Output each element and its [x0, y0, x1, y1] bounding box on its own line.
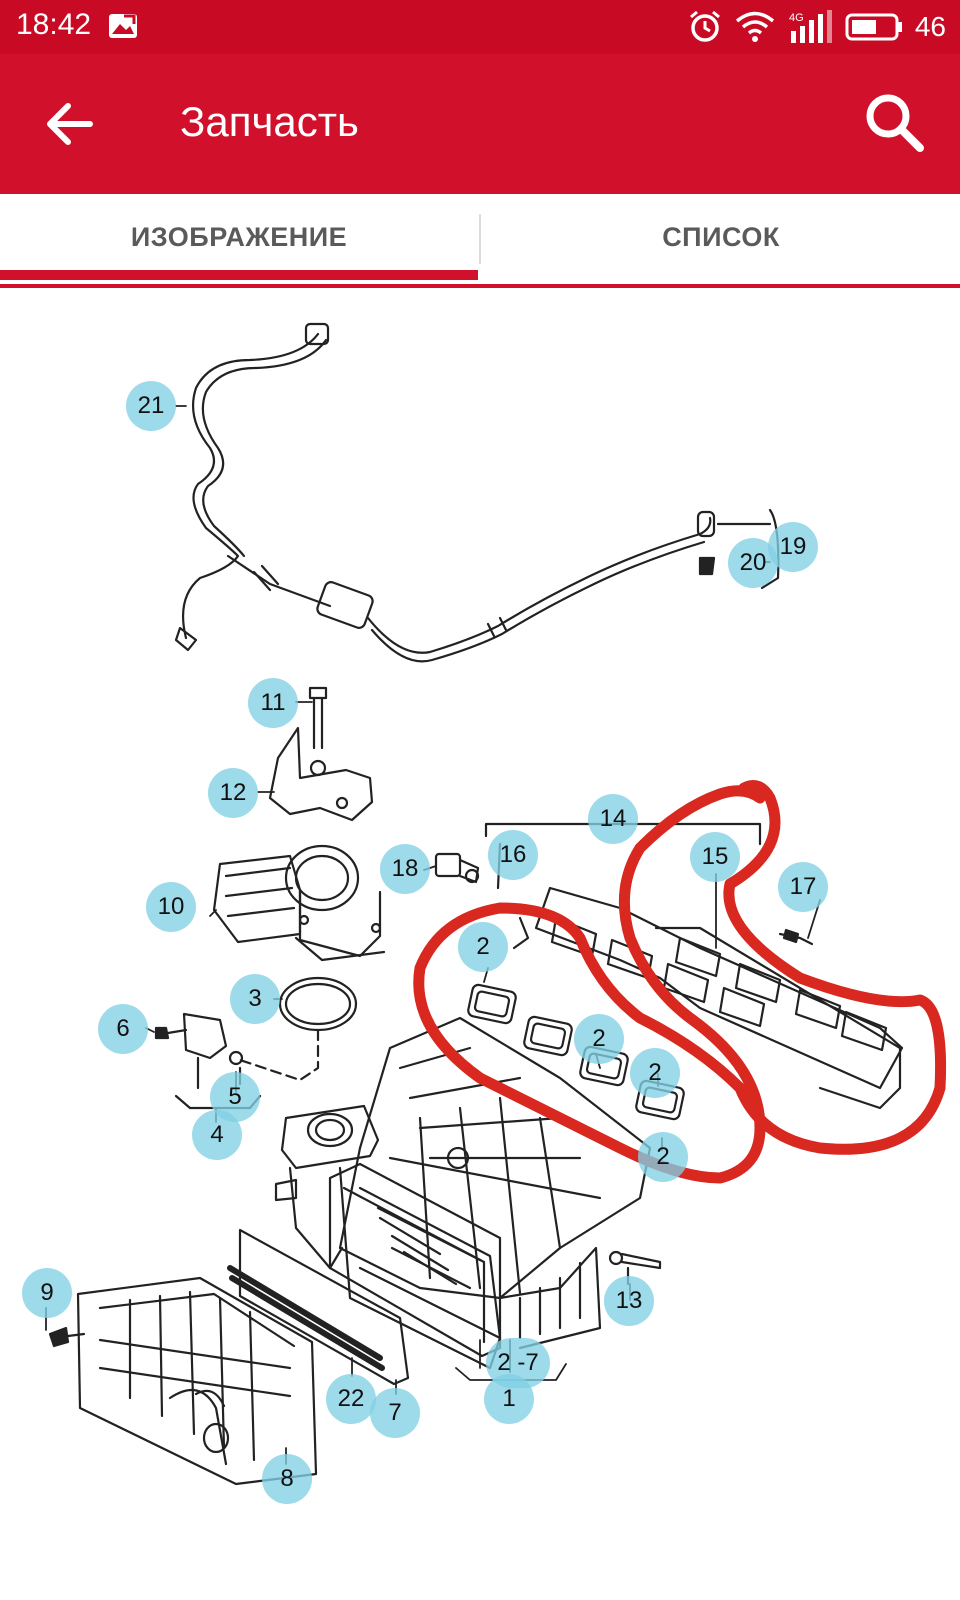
callout-11[interactable]: 11: [248, 678, 298, 728]
tab-list[interactable]: СПИСОК: [662, 221, 780, 252]
callout-2-middle[interactable]: 2: [574, 1014, 624, 1064]
wifi-icon: [735, 11, 774, 42]
callout-8[interactable]: 8: [262, 1454, 312, 1504]
callout-7[interactable]: 7: [370, 1388, 420, 1438]
callout-2-lower[interactable]: 2: [638, 1132, 688, 1182]
status-icons: 4G 46: [687, 6, 946, 48]
callout-17[interactable]: 17: [778, 862, 828, 912]
tab-bar: ИЗОБРАЖЕНИЕ СПИСОК: [0, 194, 960, 288]
battery-icon: [845, 13, 902, 41]
callout-18[interactable]: 18: [380, 844, 430, 894]
callout-13[interactable]: 13: [604, 1276, 654, 1326]
network-type: 4G: [789, 12, 804, 24]
callout-22[interactable]: 22: [326, 1374, 376, 1424]
callout-9[interactable]: 9: [22, 1268, 72, 1318]
o-ring: [278, 976, 358, 1032]
callout-2-right[interactable]: 2: [630, 1048, 680, 1098]
tab-image[interactable]: ИЗОБРАЖЕНИЕ: [130, 221, 348, 252]
callout-4[interactable]: 4: [192, 1110, 242, 1160]
intercooler: [48, 1162, 502, 1486]
callout-14[interactable]: 14: [588, 794, 638, 844]
image-icon: [109, 14, 137, 38]
callout-6[interactable]: 6: [98, 1004, 148, 1054]
status-time: 18:42: [16, 8, 92, 41]
callout-15[interactable]: 15: [690, 832, 740, 882]
callout-21[interactable]: 21: [126, 381, 176, 431]
page-title: Запчасть: [180, 98, 359, 145]
throttle-body: [212, 844, 386, 962]
bolt-and-bracket: [268, 686, 374, 822]
parts-diagram: 21 19 20 11 12 14 16 15 17 18 10 2 3 6 2…: [0, 288, 960, 1600]
o-ring-inner: [284, 982, 352, 1026]
tab-selected-indicator: [0, 270, 478, 280]
alarm-icon: [689, 10, 720, 42]
search-icon[interactable]: [862, 90, 926, 154]
callout-2-upper[interactable]: 2: [458, 922, 508, 972]
callout-16[interactable]: 16: [488, 830, 538, 880]
arrow-left-icon[interactable]: [40, 94, 100, 154]
app-bar: Запчасть: [0, 54, 960, 194]
status-bar: 18:42 4G 46: [0, 0, 960, 54]
sensor-18: [434, 852, 480, 884]
callout-20[interactable]: 20: [728, 538, 778, 588]
callout-19[interactable]: 19: [768, 522, 818, 572]
callout-10[interactable]: 10: [146, 882, 196, 932]
callout-1[interactable]: 1: [484, 1374, 534, 1424]
breather-hose: [174, 322, 780, 663]
highlight-scribble: [413, 780, 947, 1184]
signal-icon: 4G: [789, 10, 832, 43]
callout-3[interactable]: 3: [230, 974, 280, 1024]
battery-level: 46: [914, 11, 946, 42]
callout-12[interactable]: 12: [208, 768, 258, 818]
tab-divider: [479, 214, 481, 264]
